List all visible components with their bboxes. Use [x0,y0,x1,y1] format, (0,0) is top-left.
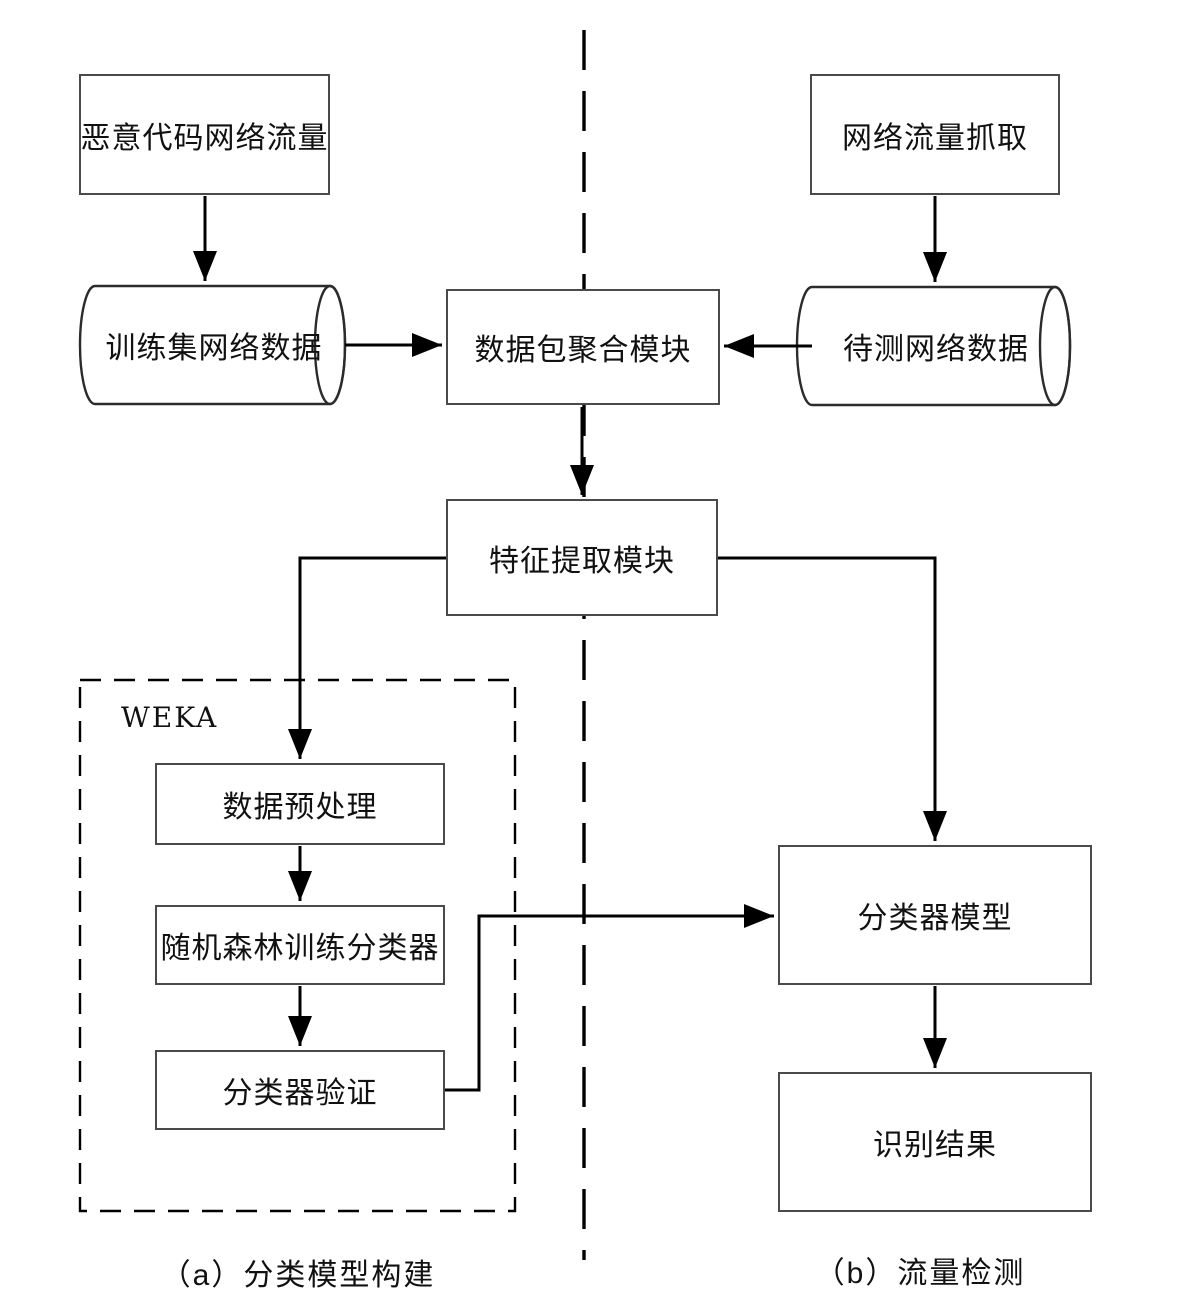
node-classifier-validation-label: 分类器验证 [222,1077,378,1110]
node-preprocessing: 数据预处理 [155,763,445,845]
node-random-forest-training: 随机森林训练分类器 [155,905,445,985]
arrow-validation-to-model [445,904,774,1092]
node-random-forest-training-label: 随机森林训练分类器 [160,932,440,965]
node-recognition-result: 识别结果 [778,1072,1092,1212]
weka-group-dashed-box [78,678,517,1213]
caption-b-traffic-detection: （b）流量检测 [814,1257,1026,1290]
node-classifier-model: 分类器模型 [778,845,1092,985]
node-classifier-model-label: 分类器模型 [857,902,1013,935]
node-malicious-traffic-label: 恶意代码网络流量 [80,121,329,155]
arrow-feature-to-preprocessing [288,556,446,759]
node-recognition-result-label: 识别结果 [873,1129,997,1162]
weka-group-label: WEKA [121,701,219,734]
node-test-data: 待测网络数据 [817,287,1055,405]
cylinder-test-data-shape [795,285,1072,407]
node-traffic-capture: 网络流量抓取 [810,74,1060,195]
node-test-data-label: 待测网络数据 [843,333,1029,366]
node-malicious-traffic: 恶意代码网络流量 [79,74,330,195]
cylinder-training-data-shape [78,284,347,406]
node-packet-aggregation: 数据包聚合模块 [446,289,720,405]
node-classifier-validation: 分类器验证 [155,1050,445,1130]
node-feature-extraction: 特征提取模块 [446,499,718,616]
node-packet-aggregation-label: 数据包聚合模块 [474,334,692,367]
node-preprocessing-label: 数据预处理 [222,791,378,824]
caption-a-classification-model: （a）分类模型构建 [160,1259,436,1292]
arrow-feature-to-model [718,556,947,841]
node-feature-extraction-label: 特征提取模块 [489,544,675,578]
node-training-data: 训练集网络数据 [95,286,333,404]
node-traffic-capture-label: 网络流量抓取 [842,121,1028,155]
node-training-data-label: 训练集网络数据 [105,332,323,365]
